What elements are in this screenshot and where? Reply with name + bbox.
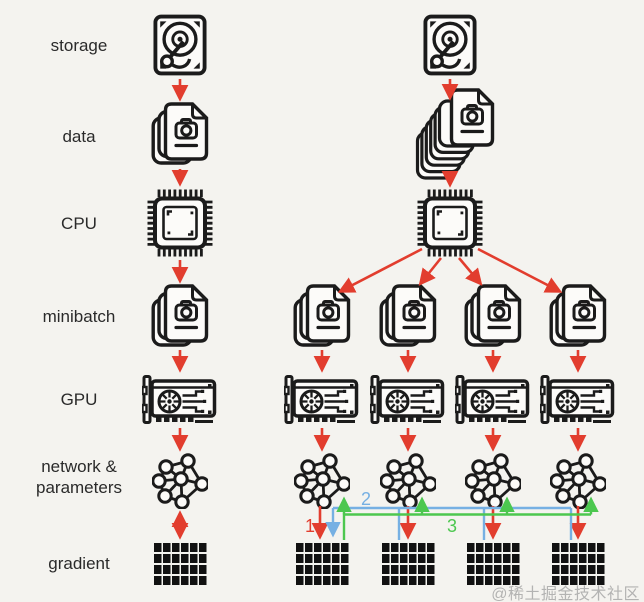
row-label-cpu: CPU [61,214,97,233]
gradient-matrix-icon [153,542,207,586]
graphics-card-icon [284,374,360,426]
row-label-gpu: GPU [60,390,98,409]
photo-file-big-stack-icon [415,88,495,182]
graphics-card-icon [540,374,616,426]
hard-drive-icon [153,13,207,77]
step-2-label: 2 [361,489,371,509]
graphics-card-icon [142,374,218,426]
graphics-card-icon [455,374,531,426]
row-label-network-parameters: network & parameters [8,456,150,498]
step-1-label: 1 [305,516,315,536]
step-3-label: 3 [447,516,457,536]
neural-network-icon [550,453,606,509]
minibatch-stack-icon [151,284,209,348]
row-label-minibatch: minibatch [42,307,116,326]
hard-drive-icon [423,13,477,77]
neural-network-icon [152,453,208,509]
minibatch-stack-icon [293,284,351,348]
neural-network-icon [380,453,436,509]
gradient-matrix-icon [381,542,435,586]
gradient-matrix-icon [295,542,349,586]
watermark: @稀土掘金技术社区 [491,586,640,602]
graphics-card-icon [370,374,446,426]
processor-chip-icon [146,188,214,258]
row-label-gradient: gradient [48,554,110,573]
row-label-storage: storage [50,36,108,55]
row-label-network-line1: network & [41,457,117,476]
photo-file-stack-icon [151,102,209,166]
gradient-aggregation-bus [325,506,573,540]
minibatch-stack-icon [464,284,522,348]
minibatch-stack-icon [379,284,437,348]
minibatch-stack-icon [549,284,607,348]
processor-chip-icon [416,188,484,258]
row-label-data: data [62,127,96,146]
row-label-network-line2: parameters [36,478,122,497]
neural-network-icon [465,453,521,509]
neural-network-icon [294,453,350,509]
